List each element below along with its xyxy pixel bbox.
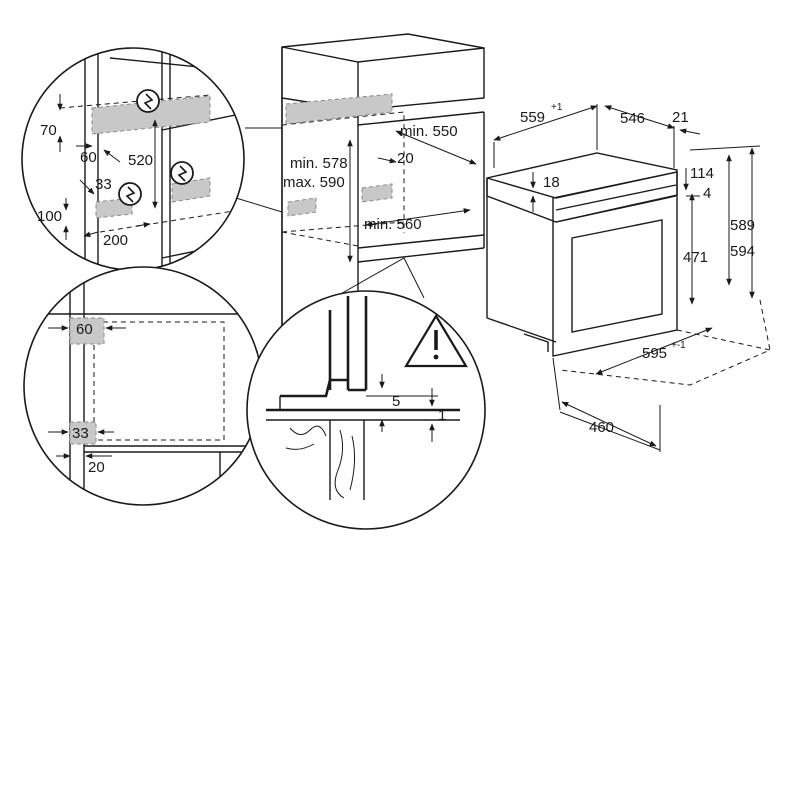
detail-bottom-left: 60 33 20 — [23, 266, 263, 506]
detail-dim-520: 520 — [128, 152, 153, 169]
dim-4: 4 — [703, 185, 711, 202]
detail-top-left: 70 60 520 33 100 200 — [21, 47, 245, 271]
dim-589: 589 — [730, 217, 755, 234]
dim-21: 21 — [672, 109, 689, 126]
detail-dim-60: 60 — [80, 149, 97, 166]
electric-connection-icon — [177, 165, 188, 182]
warning-triangle-icon — [404, 313, 468, 368]
dim-18: 18 — [543, 174, 560, 191]
electric-connection-icon — [143, 93, 154, 110]
detail-bm-dim-5: 5 — [392, 393, 400, 410]
electric-connection-icon — [125, 186, 136, 203]
dim-594: 594 — [730, 243, 755, 260]
dim-595: 595 — [642, 345, 667, 362]
dim-546: 546 — [620, 110, 645, 127]
detail-dim-33: 33 — [95, 176, 112, 193]
detail-bl-dim-20: 20 — [88, 459, 105, 476]
dim-min-560: min. 560 — [364, 216, 422, 233]
dim-min-578: min. 578 — [290, 155, 348, 172]
dim-460: 460 — [589, 419, 614, 436]
dim-559-tol: +1 — [551, 102, 563, 113]
detail-dim-70: 70 — [40, 122, 57, 139]
dim-max-590: max. 590 — [283, 174, 345, 191]
detail-bm-dim-1: 1 — [438, 407, 446, 424]
dim-559: 559 — [520, 109, 545, 126]
detail-dim-200: 200 — [103, 232, 128, 249]
cabinet: min. 550 20 min. 578 max. 590 min. 560 — [235, 33, 485, 345]
detail-bl-dim-33: 33 — [72, 425, 89, 442]
detail-bottom-middle: 5 1 — [246, 257, 486, 530]
dim-cabinet-20: 20 — [397, 150, 414, 167]
dim-min-550: min. 550 — [400, 123, 458, 140]
oven: 559 +1 546 21 114 4 589 594 471 18 595 +… — [486, 102, 772, 452]
dim-471: 471 — [683, 249, 708, 266]
dim-595-tol: +-1 — [671, 340, 686, 351]
dim-114: 114 — [690, 165, 714, 182]
detail-bl-dim-60: 60 — [76, 321, 93, 338]
detail-dim-100: 100 — [37, 208, 62, 225]
